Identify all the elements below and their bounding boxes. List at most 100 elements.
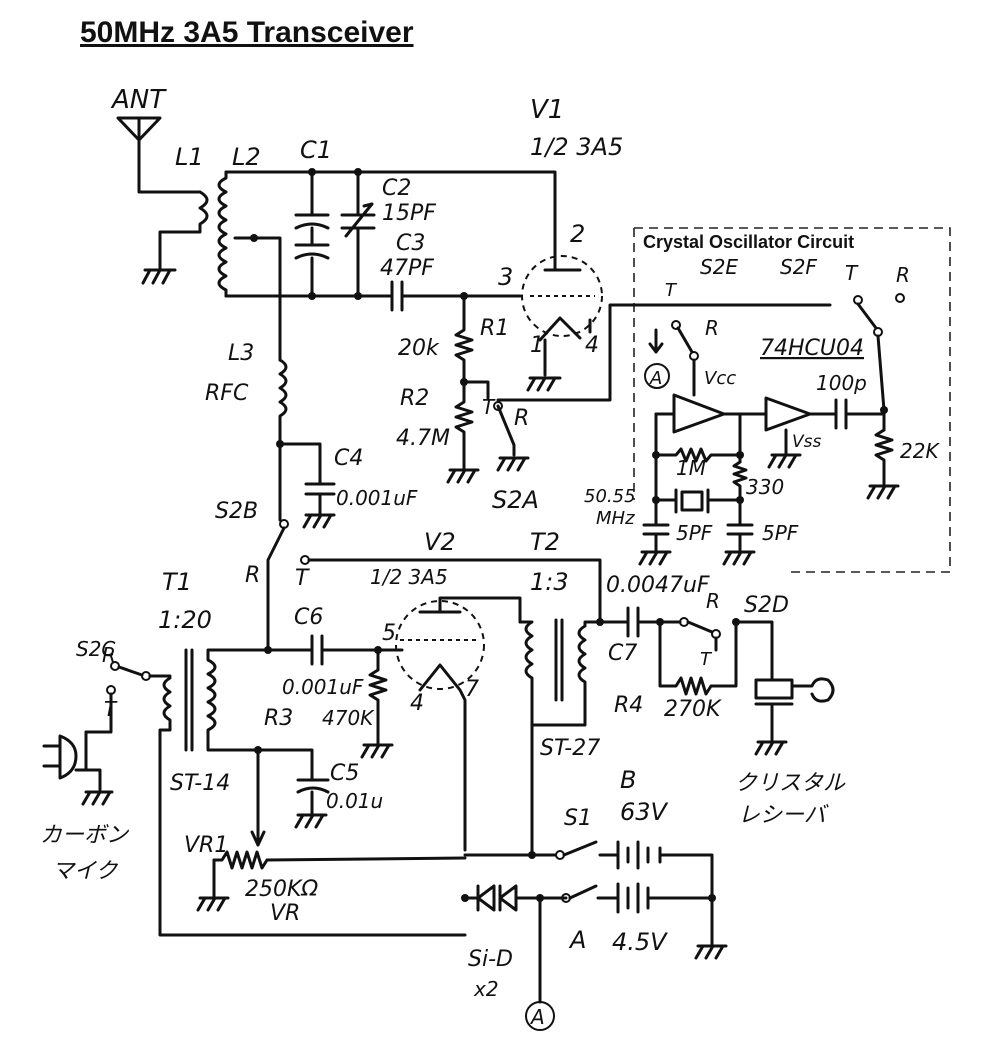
label-carbon-mic-2: マイク xyxy=(52,859,119,884)
junction-1m-right xyxy=(736,451,744,459)
label-vr1: VR1 xyxy=(184,833,228,858)
capacitor-c3 xyxy=(388,280,522,312)
switch-s2f xyxy=(853,293,905,432)
label-s2d-r: R xyxy=(706,589,720,613)
label-xtal-unit: MHz xyxy=(596,508,635,529)
label-vcc: Vcc xyxy=(704,368,736,389)
ground-microphone xyxy=(81,790,114,806)
capacitor-5pf-left xyxy=(642,523,670,554)
label-v1-pin1: 1 xyxy=(530,333,544,358)
junction-xtal-right xyxy=(736,496,744,504)
ground-earphone xyxy=(754,740,788,756)
label-ic-74hcu04: 74HCU04 xyxy=(760,336,864,361)
label-s2b-t: T xyxy=(295,566,310,591)
label-c1: C1 xyxy=(300,136,332,164)
label-s2d-t: T xyxy=(700,649,713,670)
label-node-a: A xyxy=(529,1005,545,1029)
label-s2b: S2B xyxy=(215,499,258,524)
antenna xyxy=(116,116,202,194)
label-v2-pin4: 4 xyxy=(410,691,424,716)
coil-l3-rfc xyxy=(278,358,288,522)
ground-s2a xyxy=(496,456,530,472)
transformer-t2 xyxy=(518,618,602,857)
label-r1-value: 20k xyxy=(398,336,440,361)
coil-l1 xyxy=(158,190,209,272)
label-r4-value: 270K xyxy=(664,697,722,722)
resistor-r3 xyxy=(368,648,388,747)
label-c7: C7 xyxy=(608,641,637,666)
label-r4: R4 xyxy=(614,693,643,718)
label-r1: R1 xyxy=(480,316,509,341)
label-battery-a: A xyxy=(568,926,586,954)
label-c7-value: 0.0047uF xyxy=(606,573,710,598)
junction-l2-tap xyxy=(250,234,258,242)
label-r2: R2 xyxy=(400,386,429,411)
label-node-a-top: A xyxy=(649,368,662,389)
switch-s2b xyxy=(266,519,602,652)
label-t1-ratio: 1:20 xyxy=(158,606,212,634)
label-v1-type: 1/2 3A5 xyxy=(530,133,623,161)
ground-c5 xyxy=(294,813,328,829)
ground-l1 xyxy=(141,268,177,285)
label-si-d: Si-D xyxy=(468,947,513,972)
ground-battery xyxy=(694,944,728,960)
label-ant: ANT xyxy=(110,85,167,115)
label-l3: L3 xyxy=(228,341,254,366)
junction-22k xyxy=(880,406,888,414)
label-battery-a-value: 4.5V xyxy=(612,928,668,956)
label-battery-b: B xyxy=(620,766,636,794)
schematic-title: 50MHz 3A5 Transceiver xyxy=(80,16,414,49)
capacitor-c4 xyxy=(278,442,336,517)
label-vss: Vss xyxy=(792,432,821,452)
tube-v1 xyxy=(521,248,603,377)
capacitor-c7 xyxy=(598,606,662,638)
label-s2e-r: R xyxy=(705,316,719,340)
junction-diode-left xyxy=(461,894,469,902)
crystal-50mhz xyxy=(654,488,742,514)
label-t1: T1 xyxy=(162,568,192,596)
label-r3: R3 xyxy=(264,706,293,731)
label-v1-pin3: 3 xyxy=(498,263,513,291)
label-v2: V2 xyxy=(424,528,456,556)
label-carbon-mic-1: カーボン xyxy=(40,823,130,848)
label-r3-value: 470K xyxy=(322,706,375,730)
label-si-d-count: x2 xyxy=(473,977,499,1001)
ground-vss xyxy=(767,428,802,469)
switch-s2e xyxy=(648,320,699,397)
label-c6: C6 xyxy=(294,605,323,630)
resistor-r2 xyxy=(454,380,474,472)
label-5pf-right: 5PF xyxy=(762,521,799,545)
label-s2c-r: R xyxy=(102,643,116,667)
label-s2e: S2E xyxy=(700,255,738,279)
oscillator-box-title: Crystal Oscillator Circuit xyxy=(643,232,854,252)
label-s2a: S2A xyxy=(492,486,539,514)
label-xtal-freq: 50.55 xyxy=(584,486,636,507)
battery-a xyxy=(596,882,714,947)
ground-v1 xyxy=(526,376,562,392)
carbon-microphone xyxy=(42,730,102,792)
crystal-earphone xyxy=(754,677,835,742)
label-s2f-r: R xyxy=(896,263,910,287)
junction-c1-bottom xyxy=(308,292,316,300)
capacitor-c5 xyxy=(256,748,330,817)
resistor-22k xyxy=(874,428,894,487)
resistor-r4 xyxy=(658,620,738,696)
junction-c1-top xyxy=(308,168,316,176)
label-5pf-left: 5PF xyxy=(676,521,713,545)
label-s2f-t: T xyxy=(845,261,859,285)
ground-5pf-right xyxy=(722,550,756,566)
label-c2: C2 xyxy=(382,176,411,201)
label-100p: 100p xyxy=(816,371,867,395)
label-v2-type: 1/2 3A5 xyxy=(370,565,448,589)
label-s2a-t: T xyxy=(482,395,496,419)
label-t2-ratio: 1:3 xyxy=(530,568,569,596)
ground-vr1 xyxy=(196,896,230,912)
switch-s2c xyxy=(84,661,152,734)
label-c5: C5 xyxy=(330,761,359,786)
label-crystal-receiver-2: レシーバ xyxy=(738,803,829,828)
capacitor-5pf-right xyxy=(726,523,754,554)
label-c6-value: 0.001uF xyxy=(282,675,364,699)
label-s2c-t: T xyxy=(104,697,118,721)
